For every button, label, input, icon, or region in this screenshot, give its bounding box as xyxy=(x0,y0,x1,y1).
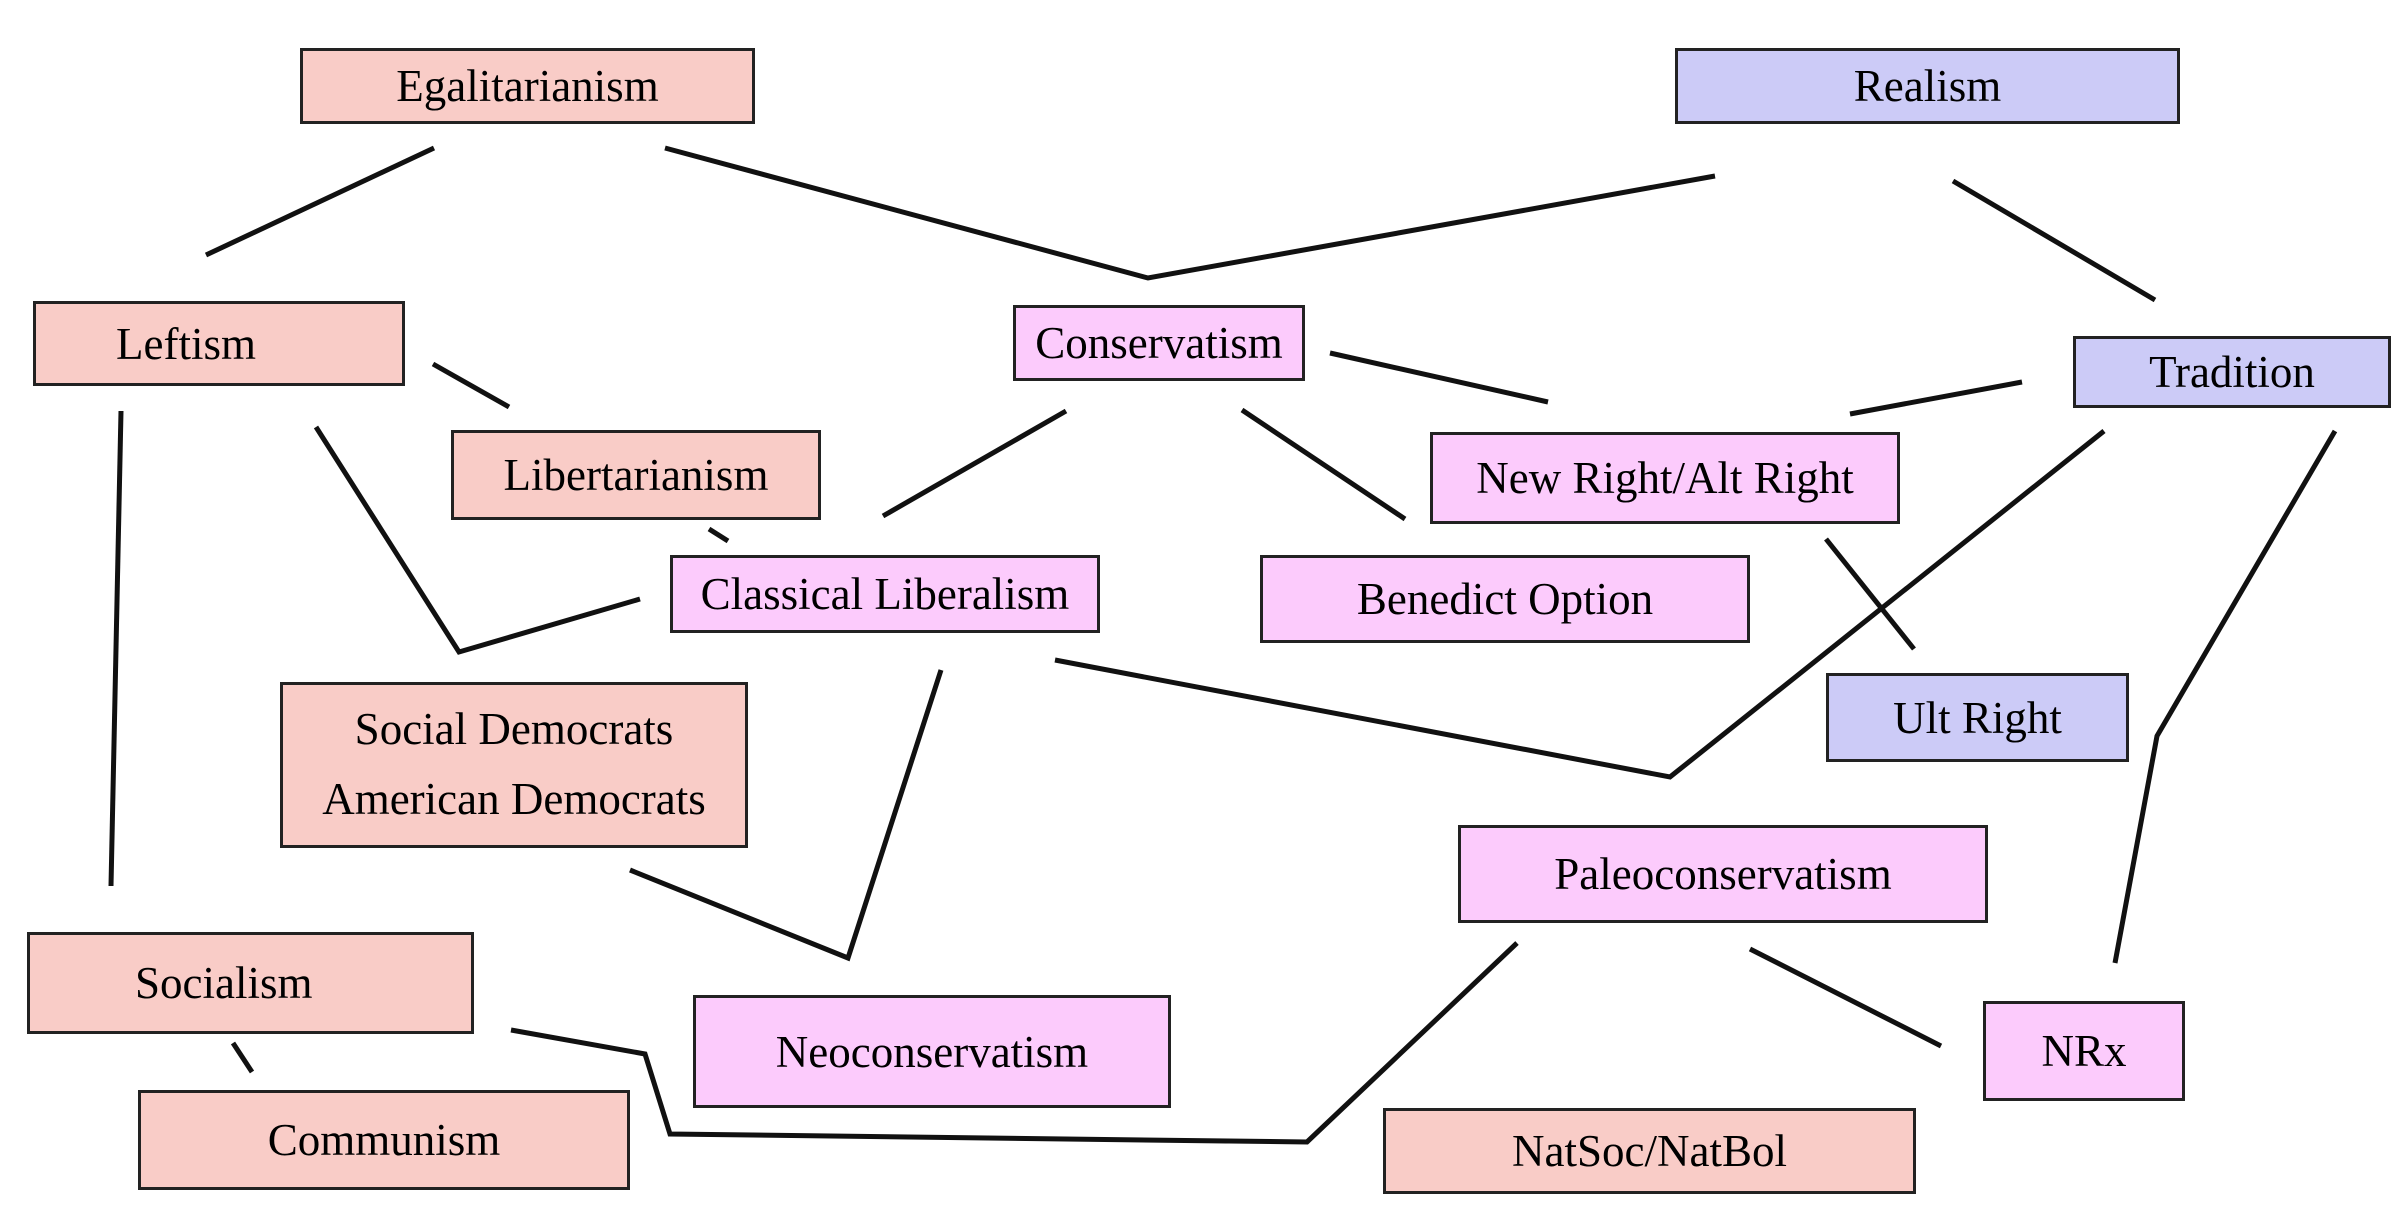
node-egalitarianism: Egalitarianism xyxy=(300,48,755,124)
node-new-right: New Right/Alt Right xyxy=(1430,432,1900,524)
node-libertarianism: Libertarianism xyxy=(451,430,821,520)
node-paleoconservatism: Paleoconservatism xyxy=(1458,825,1988,923)
connector-realism-tradition xyxy=(1951,178,2157,303)
connector-libertarianism-classical-liberalism xyxy=(707,526,730,544)
node-nrx: NRx xyxy=(1983,1001,2185,1101)
node-leftism: Leftism xyxy=(33,301,405,386)
connector-tradition-new-right xyxy=(1849,379,2023,417)
node-neoconservatism: Neoconservatism xyxy=(693,995,1171,1108)
node-benedict-option: Benedict Option xyxy=(1260,555,1750,643)
node-label: NatSoc/NatBol xyxy=(1512,1126,1787,1176)
node-label: Communism xyxy=(267,1115,501,1165)
node-social-democrats: Social Democrats American Democrats xyxy=(280,682,748,848)
connector-leftism-socialism xyxy=(108,410,124,887)
node-label: Classical Liberalism xyxy=(700,569,1070,619)
node-label: Socialism xyxy=(135,958,313,1008)
node-label: Neoconservatism xyxy=(775,1026,1089,1077)
node-label: Ult Right xyxy=(1893,692,2062,743)
node-label-line2: American Democrats xyxy=(322,774,706,824)
connector-socialism-paleoconservatism xyxy=(510,941,1519,1145)
connector-conservatism-benedict-option xyxy=(1240,407,1407,522)
connector-leftism-classical-liberalism xyxy=(313,425,641,655)
node-label: NRx xyxy=(2041,1026,2127,1076)
node-label: Libertarianism xyxy=(503,450,769,500)
node-label: Egalitarianism xyxy=(396,61,659,111)
node-label-line1: Social Democrats xyxy=(354,704,674,755)
connector-conservatism-new-right xyxy=(1329,350,1549,405)
node-label: Benedict Option xyxy=(1356,574,1654,624)
node-tradition: Tradition xyxy=(2073,336,2391,408)
connector-egalitarianism-conservatism-realism xyxy=(664,145,1716,281)
connector-conservatism-classical-liberalism xyxy=(881,408,1068,519)
node-natsoc: NatSoc/NatBol xyxy=(1383,1108,1916,1194)
node-label: Conservatism xyxy=(1035,318,1283,368)
node-communism: Communism xyxy=(138,1090,630,1190)
connector-socialism-communism xyxy=(230,1041,255,1074)
node-label: Paleoconservatism xyxy=(1554,849,1892,899)
connector-classical-liberalism-tradition xyxy=(1054,429,2106,780)
node-conservatism: Conservatism xyxy=(1013,305,1305,381)
node-socialism: Socialism xyxy=(27,932,474,1034)
node-realism: Realism xyxy=(1675,48,2180,124)
node-label: Tradition xyxy=(2149,347,2315,397)
node-label: Realism xyxy=(1853,61,2002,111)
connector-new-right-ult-right xyxy=(1824,537,1916,651)
connector-classical-liberalism-neoconservatism xyxy=(629,669,944,962)
connector-egalitarianism-leftism xyxy=(204,145,436,258)
node-ult-right: Ult Right xyxy=(1826,673,2129,762)
node-label: New Right/Alt Right xyxy=(1476,453,1854,503)
node-label: Leftism xyxy=(116,318,256,369)
node-classical-liberalism: Classical Liberalism xyxy=(670,555,1100,633)
connector-tradition-nrx xyxy=(2112,429,2338,964)
connector-leftism-libertarianism xyxy=(431,361,511,410)
connector-paleoconservatism-nrx xyxy=(1748,946,1943,1049)
